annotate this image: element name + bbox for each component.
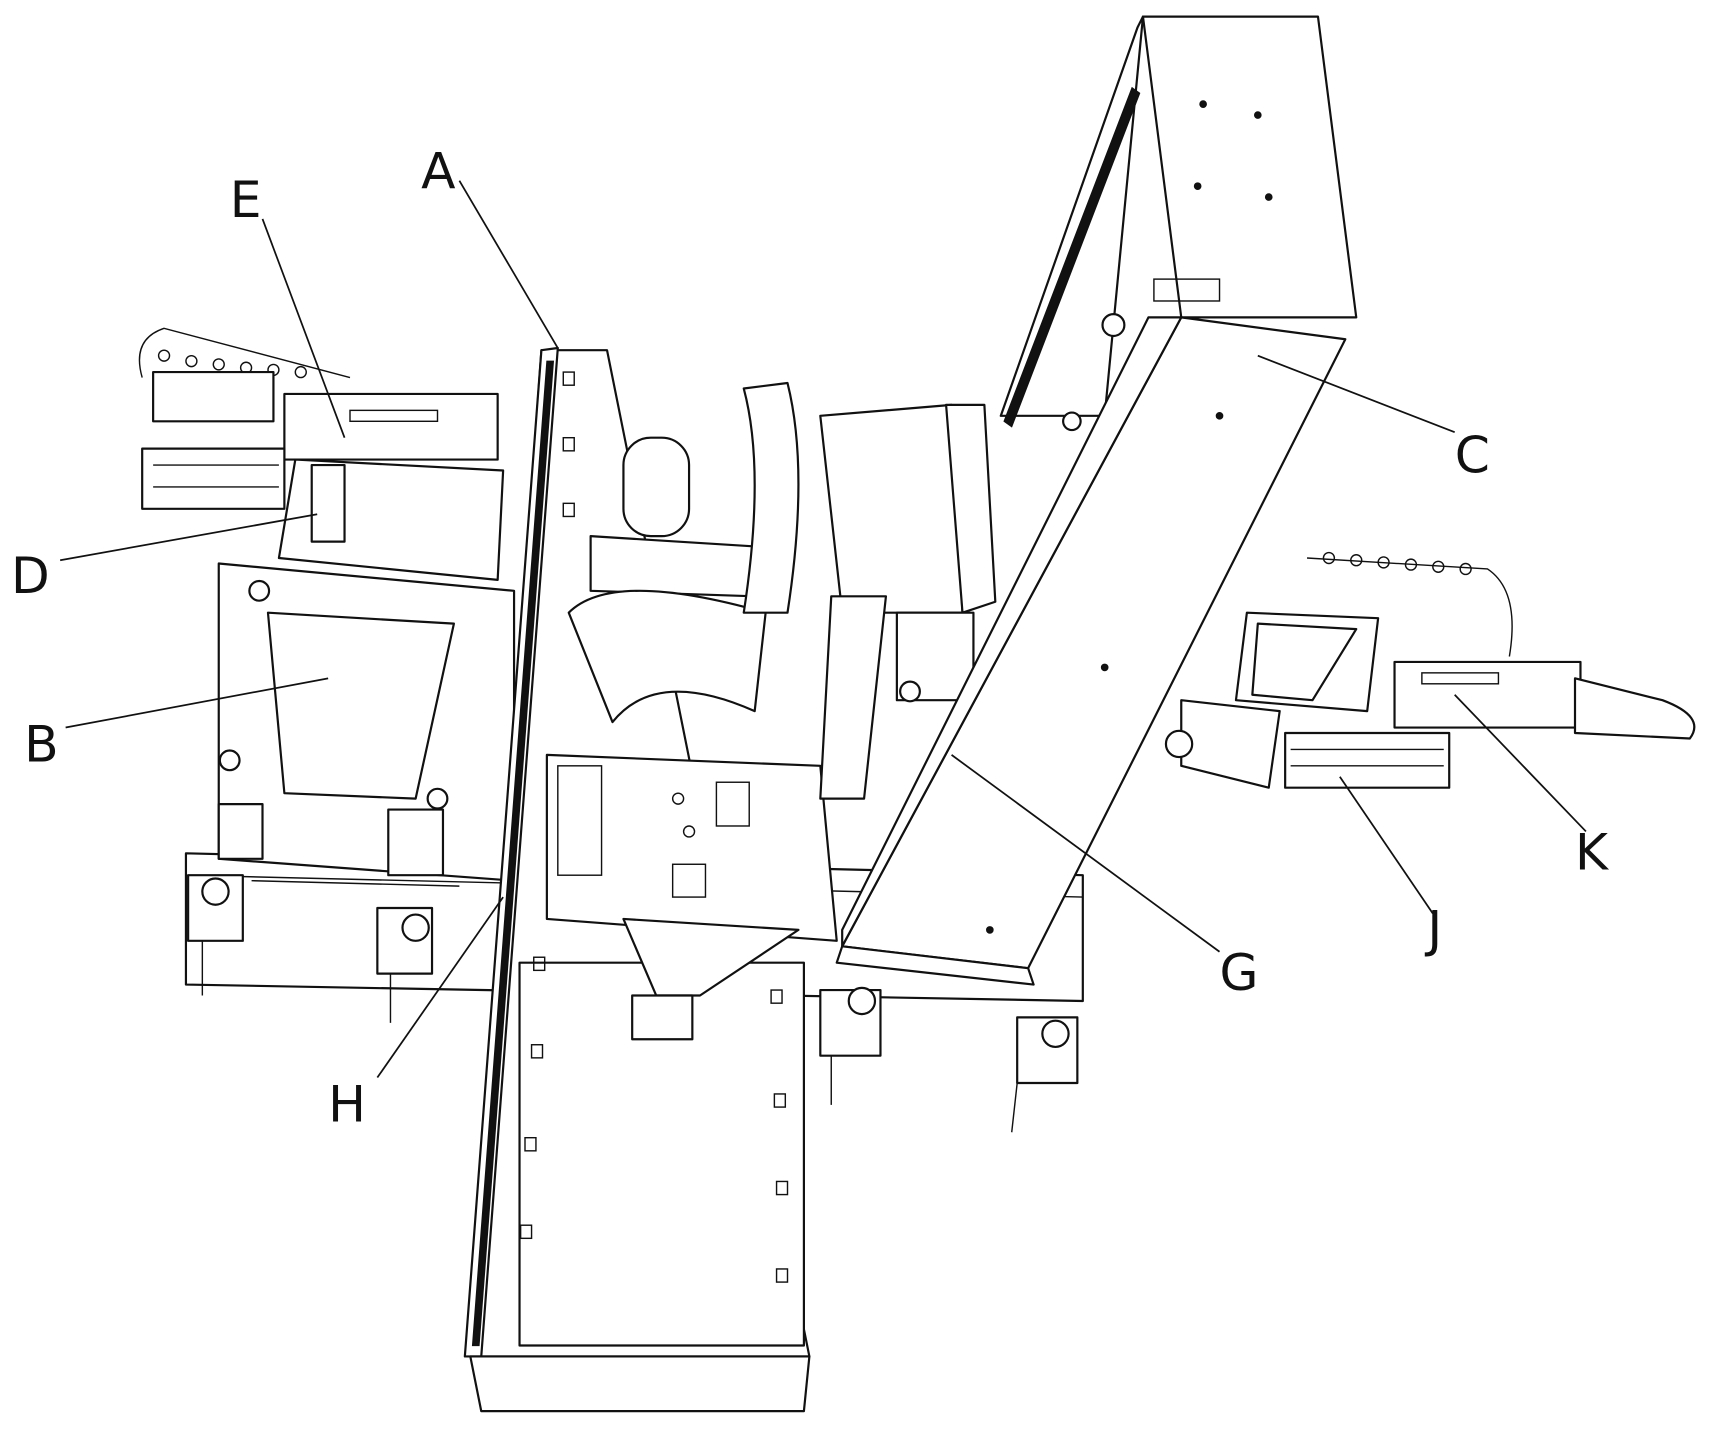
label-K: K [1575, 823, 1610, 882]
label-J: J [1424, 899, 1442, 958]
label-A: A [421, 141, 455, 200]
platform-B [219, 563, 514, 880]
label-E: E [230, 170, 262, 229]
label-B: B [24, 714, 59, 773]
label-H: H [328, 1074, 366, 1133]
label-D: D [11, 546, 50, 605]
left-drive-D-E [139, 328, 503, 580]
label-G: G [1220, 943, 1259, 1002]
label-C: C [1455, 426, 1490, 485]
leader-A [459, 181, 557, 348]
leader-J [1340, 777, 1433, 914]
right-drive-J-K [1166, 553, 1694, 788]
